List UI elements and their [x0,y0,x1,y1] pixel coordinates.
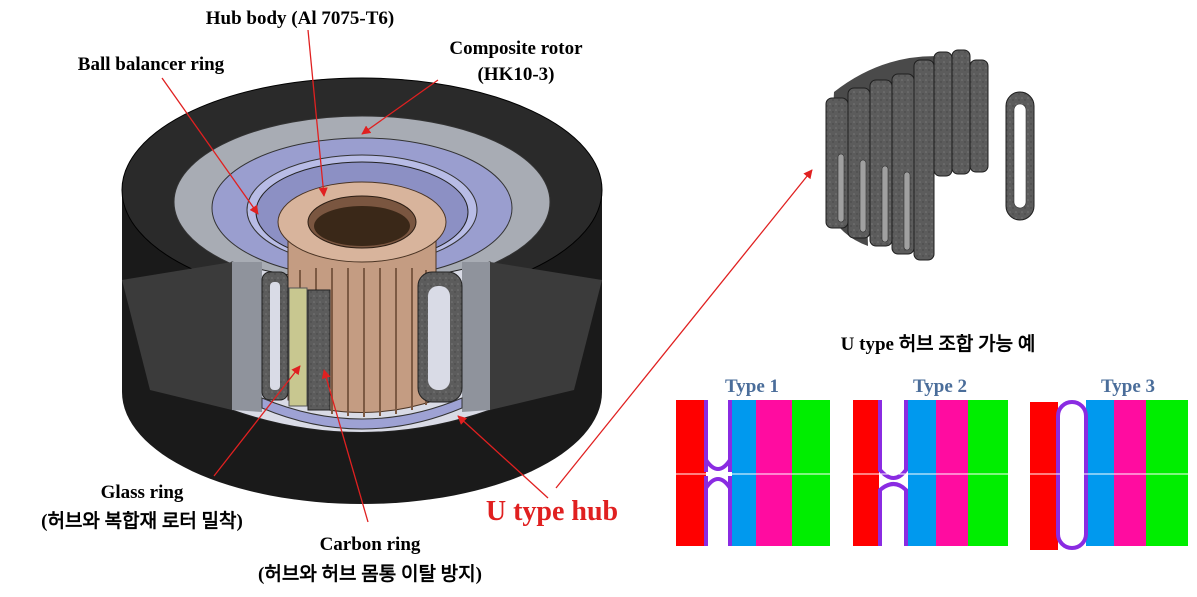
glass-ring-note: (허브와 복합재 로터 밀착) [41,510,243,532]
type-3-title: Type 3 [1101,376,1155,397]
u-segment-assembly [825,49,1035,261]
u-type-hub-label: U type hub [486,496,618,527]
flywheel-cutaway [121,77,603,504]
type-1-title: Type 1 [725,376,779,397]
type-2-combo [853,400,1008,546]
carbon-ring-note: (허브와 허브 몸통 이탈 방지) [258,563,482,585]
carbon-ring-label: Carbon ring [320,534,421,555]
combo-title: U type 허브 조합 가능 예 [841,333,1036,355]
ball-balancer-label: Ball balancer ring [78,54,225,75]
carbon-ring-part [307,289,331,411]
hub-body-label: Hub body (Al 7075-T6) [206,8,394,29]
annotation-arrows [161,29,813,523]
composite-rotor-spec: (HK10-3) [477,64,554,85]
glass-ring-label: Glass ring [101,482,184,503]
type-3-combo [1030,400,1188,550]
type-2-title: Type 2 [913,376,967,397]
composite-rotor-label: Composite rotor [449,38,583,59]
glass-ring-part [288,287,308,407]
type-1-combo [676,400,830,546]
